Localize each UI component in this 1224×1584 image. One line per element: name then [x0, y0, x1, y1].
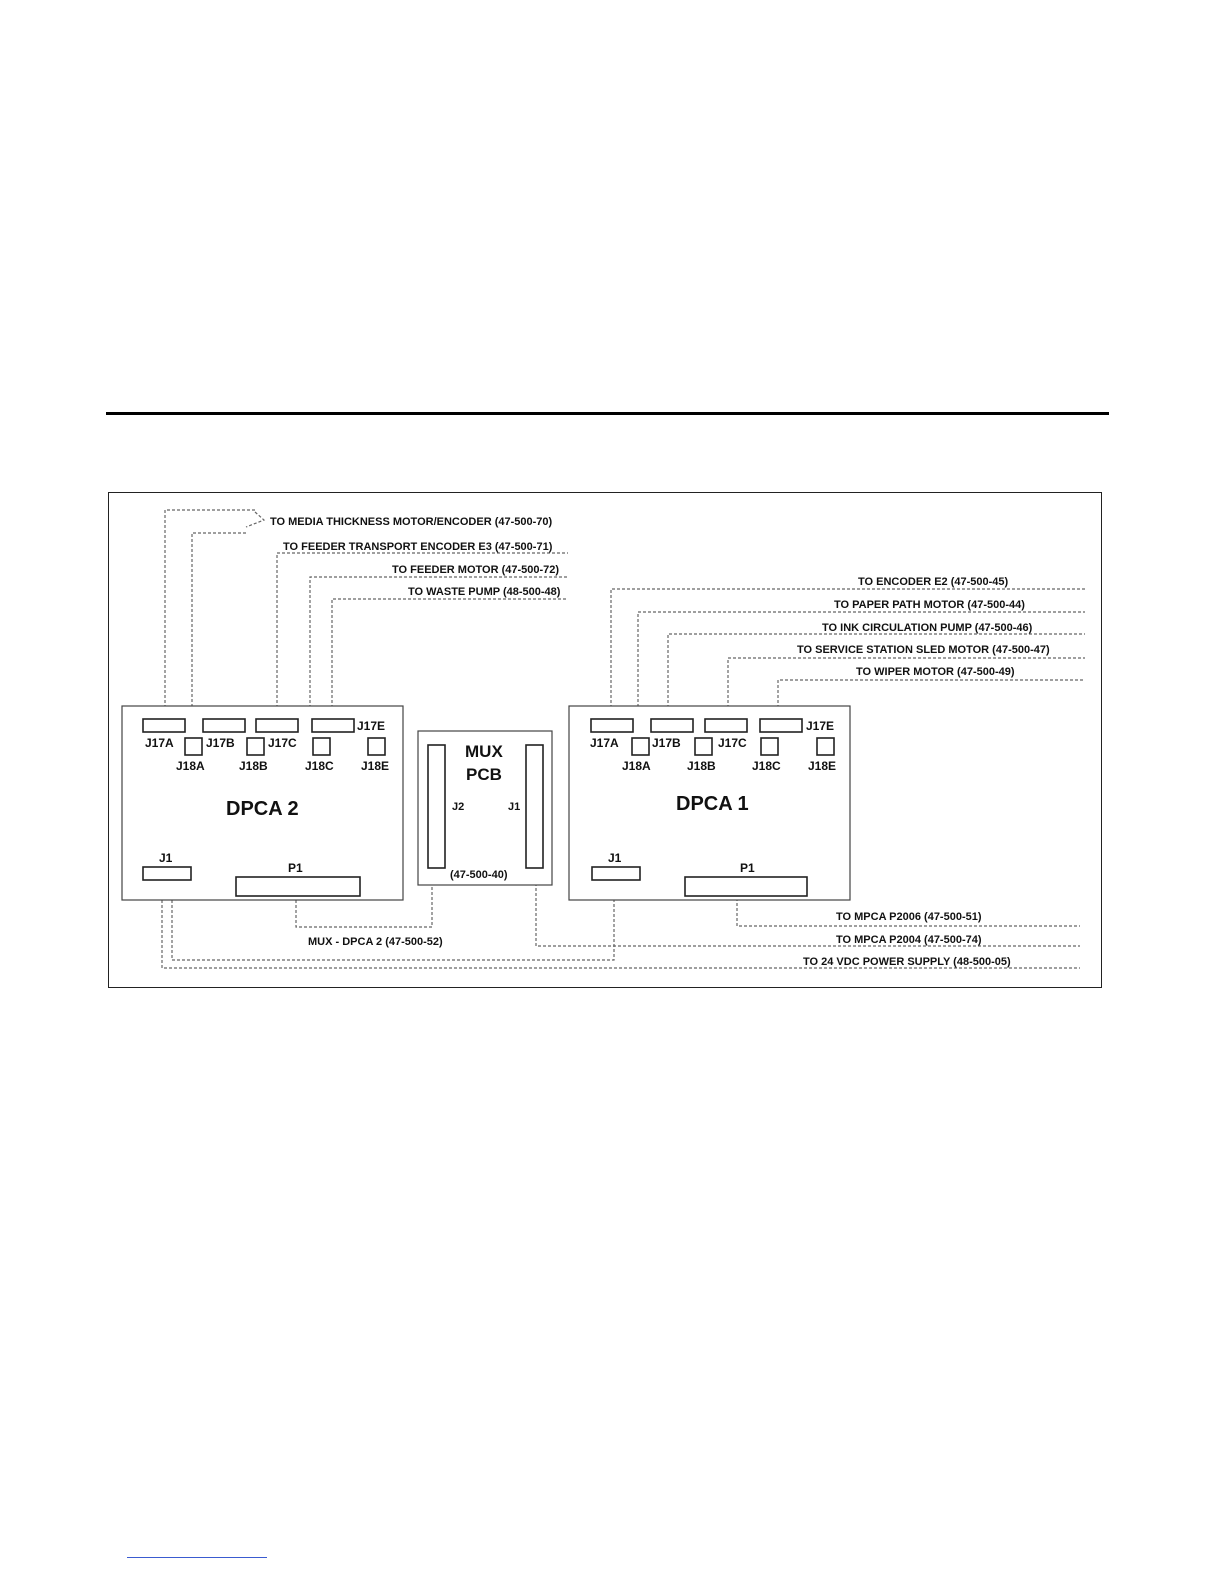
dpca2-j17c-label: J17C	[268, 736, 297, 750]
cable-label-c52: MUX - DPCA 2 (47-500-52)	[308, 936, 443, 948]
dpca2-j18c-label: J18C	[305, 759, 334, 773]
dpca1-j18b-label: J18B	[687, 759, 716, 773]
wire-c70	[164, 509, 266, 718]
dpca2-j17a	[142, 718, 186, 733]
dpca2-j17c	[255, 718, 299, 733]
cable-label-c70: TO MEDIA THICKNESS MOTOR/ENCODER (47-500…	[270, 516, 553, 528]
dpca1-j18b	[694, 737, 713, 756]
wire-c71	[276, 552, 568, 718]
mux-j1-label: J1	[508, 801, 520, 813]
dpca2-p1-label: P1	[288, 861, 303, 875]
wire-c47	[727, 657, 1085, 718]
dpca1-j18c	[760, 737, 779, 756]
cable-label-c47: TO SERVICE STATION SLED MOTOR (47-500-47…	[797, 644, 1050, 656]
dpca2-title: DPCA 2	[226, 798, 299, 820]
dpca2-j18b-label: J18B	[239, 759, 268, 773]
dpca1-j17e	[759, 718, 803, 733]
wire-c51	[736, 898, 1080, 927]
wire-c52	[295, 868, 433, 928]
dpca2-j17e	[311, 718, 355, 733]
dpca2-j17b-label: J17B	[206, 736, 235, 750]
wire-c49	[777, 679, 1085, 718]
dpca1-title: DPCA 1	[676, 793, 749, 815]
mux-part-number: (47-500-40)	[450, 869, 508, 881]
dpca2-j18e-label: J18E	[361, 759, 389, 773]
mux-j2-connector	[427, 744, 446, 869]
dpca1-j17c-label: J17C	[718, 736, 747, 750]
mux-j2-label: J2	[452, 801, 464, 813]
dpca2-p1	[235, 876, 361, 897]
dpca1-p1-label: P1	[740, 861, 755, 875]
dpca2-j18e	[367, 737, 386, 756]
diagram-frame	[108, 492, 1102, 988]
dpca2-j17e-label: J17E	[357, 719, 385, 733]
dpca1-j17b-label: J17B	[652, 736, 681, 750]
cable-label-c74: TO MPCA P2004 (47-500-74)	[836, 934, 982, 946]
cable-label-c46: TO INK CIRCULATION PUMP (47-500-46)	[822, 622, 1033, 634]
dpca1-j17a-label: J17A	[590, 736, 619, 750]
dpca1-j18a-label: J18A	[622, 759, 651, 773]
cable-label-c05: TO 24 VDC POWER SUPPLY (48-500-05)	[803, 956, 1011, 968]
wire-c46	[667, 633, 1085, 718]
mux-j1-connector	[525, 744, 544, 869]
footer-link-underline	[127, 1557, 267, 1558]
mux-title-2: PCB	[466, 765, 502, 784]
dpca1-j17b	[650, 718, 694, 733]
dpca2-j1	[142, 866, 192, 881]
dpca1-j18e	[816, 737, 835, 756]
dpca2-j18a	[184, 737, 203, 756]
dpca1-j1	[591, 866, 641, 881]
cable-label-c72: TO FEEDER MOTOR (47-500-72)	[392, 564, 559, 576]
cable-label-c44: TO PAPER PATH MOTOR (47-500-44)	[834, 599, 1025, 611]
dpca1-p1	[684, 876, 808, 897]
dpca1-j17a	[590, 718, 634, 733]
wire-c72	[309, 576, 568, 738]
dpca2-j1-label: J1	[159, 851, 173, 865]
wire-c70b	[191, 532, 247, 737]
wire-c05a	[161, 880, 1080, 969]
wire-c45	[610, 588, 1085, 718]
dpca1-j18c-label: J18C	[752, 759, 781, 773]
wire-c48	[331, 598, 568, 718]
dpca1-j1-label: J1	[608, 851, 622, 865]
dpca2-j17b	[202, 718, 246, 733]
cable-label-c48: TO WASTE PUMP (48-500-48)	[408, 586, 561, 598]
dpca1-j18a	[631, 737, 650, 756]
dpca2-j18a-label: J18A	[176, 759, 205, 773]
dpca2-j18b	[246, 737, 265, 756]
wire-c05b	[171, 880, 615, 961]
cable-label-c51: TO MPCA P2006 (47-500-51)	[836, 911, 982, 923]
cable-label-c71: TO FEEDER TRANSPORT ENCODER E3 (47-500-7…	[283, 541, 553, 553]
wire-c44	[637, 611, 1085, 737]
mux-title-1: MUX	[465, 742, 503, 761]
dpca1-j17e-label: J17E	[806, 719, 834, 733]
dpca1-j17c	[704, 718, 748, 733]
cable-label-c45: TO ENCODER E2 (47-500-45)	[858, 576, 1009, 588]
wire-c74	[535, 868, 1080, 947]
dpca2-j17a-label: J17A	[145, 736, 174, 750]
page-rule	[106, 412, 1109, 415]
cable-label-c49: TO WIPER MOTOR (47-500-49)	[856, 666, 1015, 678]
dpca1-j18e-label: J18E	[808, 759, 836, 773]
dpca2-j18c	[312, 737, 331, 756]
